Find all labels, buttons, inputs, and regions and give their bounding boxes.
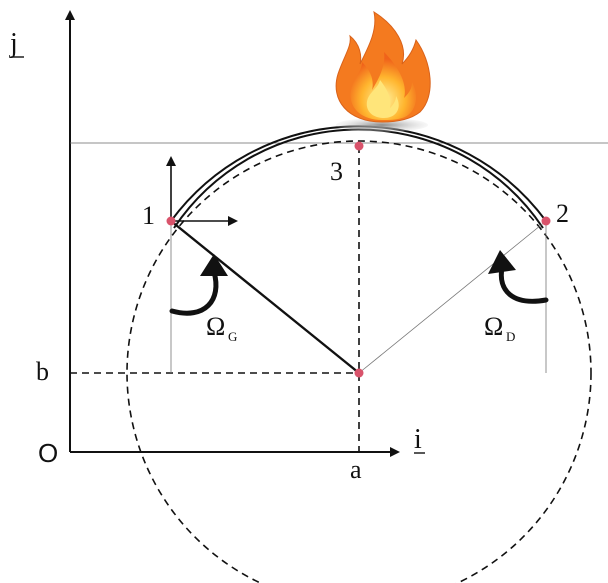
omega-d-rotation-arrow	[498, 265, 549, 304]
fire-icon	[335, 10, 431, 132]
point-2-marker	[541, 216, 551, 226]
omega-d-arrowhead	[488, 250, 516, 274]
radius-left-bold	[170, 220, 360, 374]
omega-g-arrowhead	[200, 254, 228, 276]
axis-j-label: j	[9, 28, 18, 59]
radius-right-thin	[358, 220, 547, 374]
b-label: b	[36, 357, 49, 386]
origin-label: O	[38, 438, 58, 468]
point-3-label: 3	[330, 157, 343, 186]
center-marker	[354, 368, 364, 378]
flame-core	[366, 80, 399, 118]
omega-g-rotation-arrow	[169, 269, 219, 316]
point-3-marker	[354, 141, 364, 151]
svg-text:G: G	[228, 329, 237, 344]
svg-text:Ω: Ω	[206, 312, 225, 341]
point-1-label: 1	[142, 201, 155, 230]
point-1-marker	[166, 216, 176, 226]
dashed-circle	[126, 140, 592, 583]
svg-text:Ω: Ω	[484, 312, 503, 341]
axis-i-label: i	[414, 424, 422, 455]
point-2-label: 2	[556, 199, 569, 228]
svg-text:D: D	[506, 329, 515, 344]
omega-g-label: Ω G	[206, 312, 237, 344]
omega-d-label: Ω D	[484, 312, 515, 344]
a-label: a	[350, 455, 362, 484]
ember-shadow	[336, 118, 428, 132]
